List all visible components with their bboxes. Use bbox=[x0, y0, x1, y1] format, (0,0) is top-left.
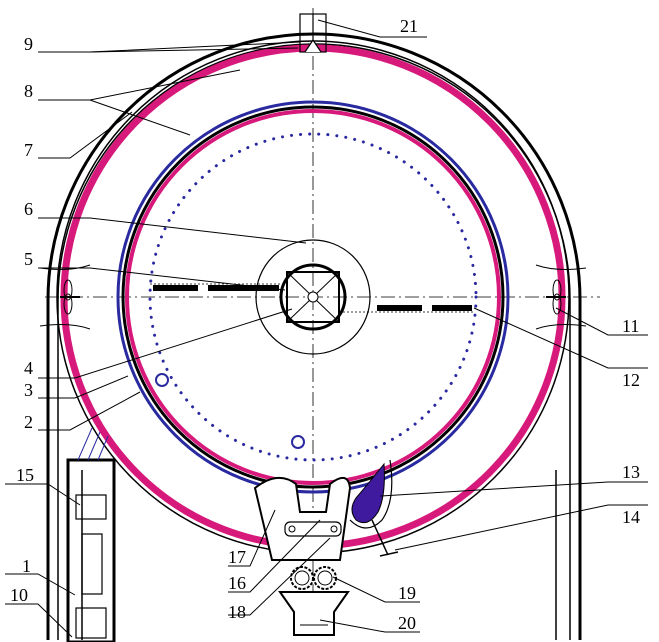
inner-drum-blue bbox=[116, 100, 510, 494]
rollers bbox=[290, 566, 337, 590]
label-6: 6 bbox=[24, 199, 33, 219]
label-3: 3 bbox=[24, 380, 33, 400]
top-nozzle bbox=[299, 13, 327, 53]
hub-circle bbox=[255, 239, 371, 355]
shaft-outer bbox=[279, 263, 347, 331]
inner-drum-black bbox=[121, 105, 505, 489]
label-17: 17 bbox=[228, 547, 246, 567]
label-9: 9 bbox=[24, 34, 33, 54]
small-ball-bottom bbox=[291, 435, 305, 449]
scraper-outline bbox=[349, 459, 393, 529]
outlet-funnel bbox=[278, 591, 350, 636]
inner-drum-magenta bbox=[125, 109, 501, 485]
leader-lines bbox=[5, 19, 648, 638]
handle bbox=[371, 519, 399, 557]
label-7: 7 bbox=[24, 140, 33, 160]
label-10: 10 bbox=[10, 585, 28, 605]
hopper bbox=[253, 477, 352, 561]
label-12: 12 bbox=[622, 370, 640, 390]
label-11: 11 bbox=[622, 316, 639, 336]
label-20: 20 bbox=[398, 613, 416, 633]
label-13: 13 bbox=[622, 462, 640, 482]
label-1: 1 bbox=[22, 556, 31, 576]
perforation-ring bbox=[148, 132, 478, 462]
label-8: 8 bbox=[24, 81, 33, 101]
shaft-square bbox=[286, 271, 340, 323]
label-16: 16 bbox=[228, 573, 246, 593]
label-21: 21 bbox=[400, 16, 418, 36]
label-2: 2 bbox=[24, 412, 33, 432]
left-fan bbox=[39, 264, 91, 330]
shaft-center bbox=[307, 291, 319, 303]
right-fan bbox=[535, 264, 587, 330]
label-19: 19 bbox=[398, 583, 416, 603]
scraper-drop bbox=[351, 462, 385, 524]
label-4: 4 bbox=[24, 358, 33, 378]
label-5: 5 bbox=[24, 249, 33, 269]
control-column bbox=[66, 427, 116, 642]
label-18: 18 bbox=[228, 602, 246, 622]
label-15: 15 bbox=[16, 465, 34, 485]
small-ball-left bbox=[155, 373, 169, 387]
label-14: 14 bbox=[622, 507, 640, 527]
